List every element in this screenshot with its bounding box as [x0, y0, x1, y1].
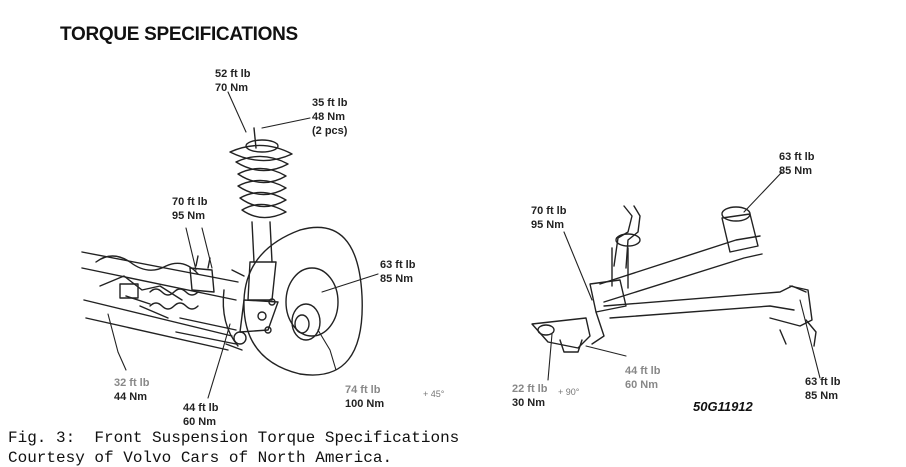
torque-ftlb: 63 ft lb [779, 151, 815, 163]
torque-nm: 95 Nm [531, 219, 565, 231]
callout-arm-pivot: 70 ft lb 95 Nm [531, 204, 566, 232]
drive-shaft-drawing [81, 251, 239, 351]
stabilizer-bar-drawing [611, 205, 641, 289]
torque-ftlb: 44 ft lb [183, 402, 219, 414]
torque-ftlb: 52 ft lb [215, 68, 251, 80]
torque-nm: 70 Nm [215, 82, 249, 94]
callout-tie-rod: 32 ft lb 44 Nm [114, 376, 149, 404]
control-arm-drawing [531, 206, 817, 353]
figure-id: 50G11912 [693, 399, 753, 414]
torque-nm: 48 Nm [312, 111, 346, 123]
torque-ftlb: 70 ft lb [172, 196, 208, 208]
torque-nm: 44 Nm [114, 391, 148, 403]
torque-nm: 85 Nm [779, 165, 813, 177]
callout-strut-top: 52 ft lb 70 Nm [215, 67, 250, 95]
callout-strut-mount: 35 ft lb 48 Nm (2 pcs) [312, 96, 347, 138]
callout-knuckle: 44 ft lb 60 Nm [183, 401, 218, 429]
torque-ftlb: 44 ft lb [625, 365, 661, 377]
caption-line-1: Fig. 3: Front Suspension Torque Specific… [8, 429, 460, 447]
quantity-note: (2 pcs) [312, 125, 348, 137]
torque-ftlb: 63 ft lb [805, 376, 841, 388]
torque-ftlb: 35 ft lb [312, 97, 348, 109]
callout-axle-nut: 74 ft lb 100 Nm [345, 383, 384, 411]
strut-drawing [229, 127, 293, 333]
lower-arm-drawing [175, 317, 247, 345]
leader-lines [107, 91, 821, 399]
callout-arm-bushing: 22 ft lb 30 Nm [512, 382, 547, 410]
torque-ftlb: 74 ft lb [345, 384, 381, 396]
torque-ftlb: 32 ft lb [114, 377, 150, 389]
torque-nm: 60 Nm [625, 379, 659, 391]
torque-ftlb: 70 ft lb [531, 205, 567, 217]
torque-nm: 85 Nm [805, 390, 839, 402]
callout-stabilizer-top: 63 ft lb 85 Nm [779, 150, 814, 178]
torque-ftlb: 22 ft lb [512, 383, 548, 395]
torque-ftlb: 63 ft lb [380, 259, 416, 271]
caption-line-2: Courtesy of Volvo Cars of North America. [8, 449, 393, 467]
callout-hub: 63 ft lb 85 Nm [380, 258, 415, 286]
wheel-hub-drawing [222, 226, 363, 376]
callout-ball-joint: 44 ft lb 60 Nm [625, 364, 660, 392]
torque-nm: 60 Nm [183, 416, 217, 428]
callout-rear-bushing: 63 ft lb 85 Nm [805, 375, 840, 403]
torque-nm: 100 Nm [345, 398, 385, 410]
page-title: TORQUE SPECIFICATIONS [60, 24, 298, 45]
angle-note-axle: + 45° [423, 389, 445, 399]
torque-nm: 85 Nm [380, 273, 414, 285]
angle-note-bushing: + 90° [558, 387, 580, 397]
torque-nm: 30 Nm [512, 397, 546, 409]
callout-subframe: 70 ft lb 95 Nm [172, 195, 207, 223]
torque-nm: 95 Nm [172, 210, 206, 222]
